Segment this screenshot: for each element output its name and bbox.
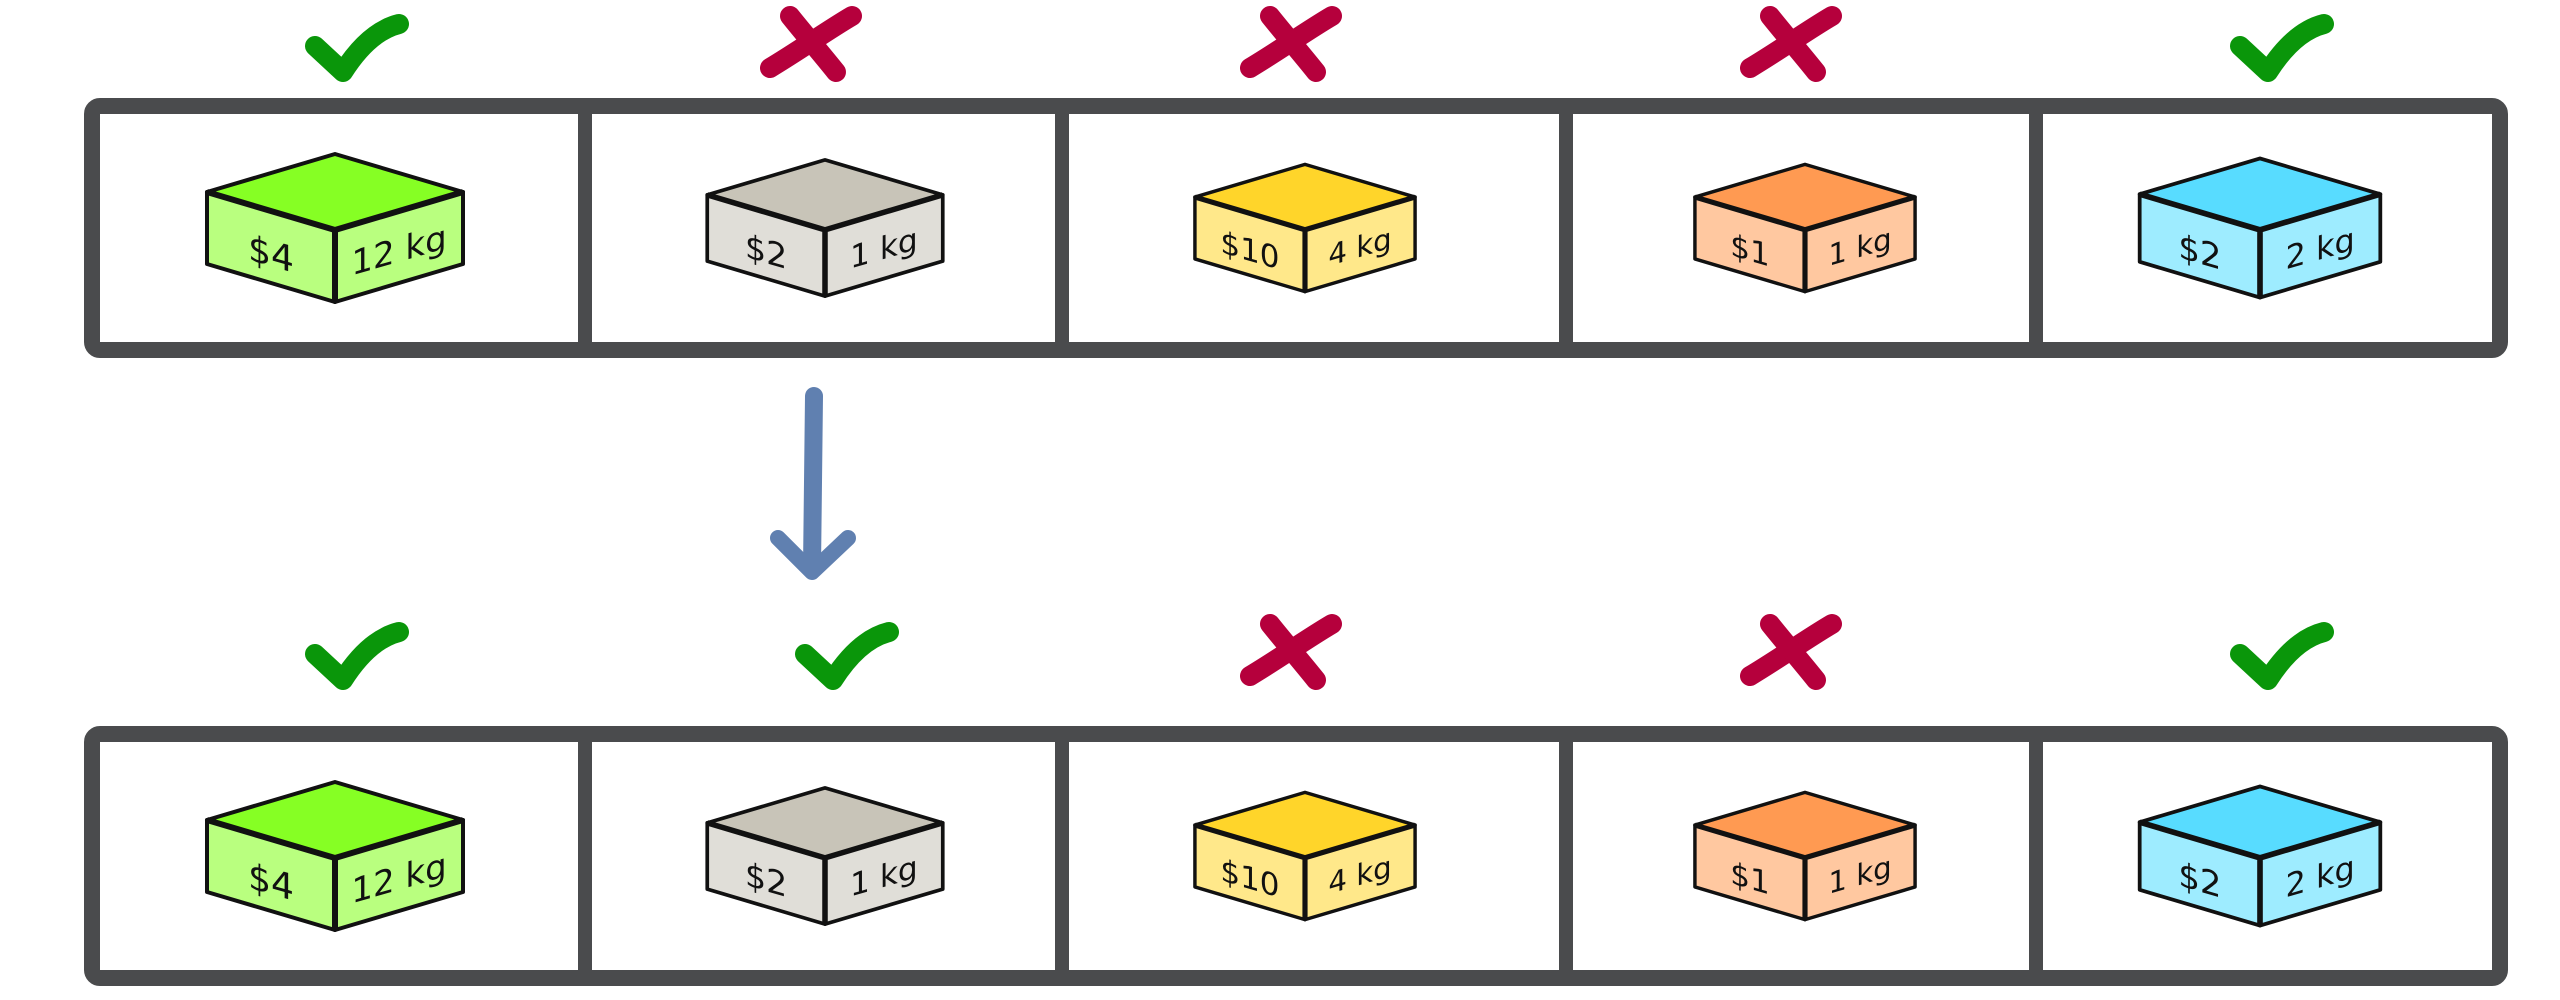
cross-icon-row2-cell3: [1240, 614, 1342, 690]
cross-icon-row2-cell4: [1740, 614, 1842, 690]
cross-stroke: [1260, 6, 1326, 82]
box-edges: [2138, 819, 2382, 926]
cross-icon-row1-cell4: [1740, 6, 1842, 82]
box-edges: [206, 189, 464, 302]
cross-icon-row1-cell3: [1240, 6, 1342, 82]
check-icon-row2-cell2: [795, 622, 899, 690]
box-edges: [1194, 194, 1416, 292]
arrow-head: [770, 530, 856, 580]
check-icon-row1-cell5: [2230, 14, 2334, 82]
check-icon-row2-cell1: [305, 622, 409, 690]
arrow-shaft: [803, 387, 823, 577]
box-edges: [1694, 822, 1916, 920]
box-edges: [206, 817, 464, 930]
box-edges: [1694, 194, 1916, 292]
cross-stroke: [780, 6, 846, 82]
box-edges: [706, 820, 944, 925]
cross-stroke: [1260, 614, 1326, 690]
box-edges: [706, 192, 944, 297]
box-edges: [1194, 822, 1416, 920]
check-icon-row2-cell5: [2230, 622, 2334, 690]
cross-stroke: [1760, 6, 1826, 82]
cross-icon-row1-cell2: [760, 6, 862, 82]
box-edges: [2138, 191, 2382, 298]
check-icon-row1-cell1: [305, 14, 409, 82]
cross-stroke: [1760, 614, 1826, 690]
down-arrow-icon: [770, 387, 856, 580]
